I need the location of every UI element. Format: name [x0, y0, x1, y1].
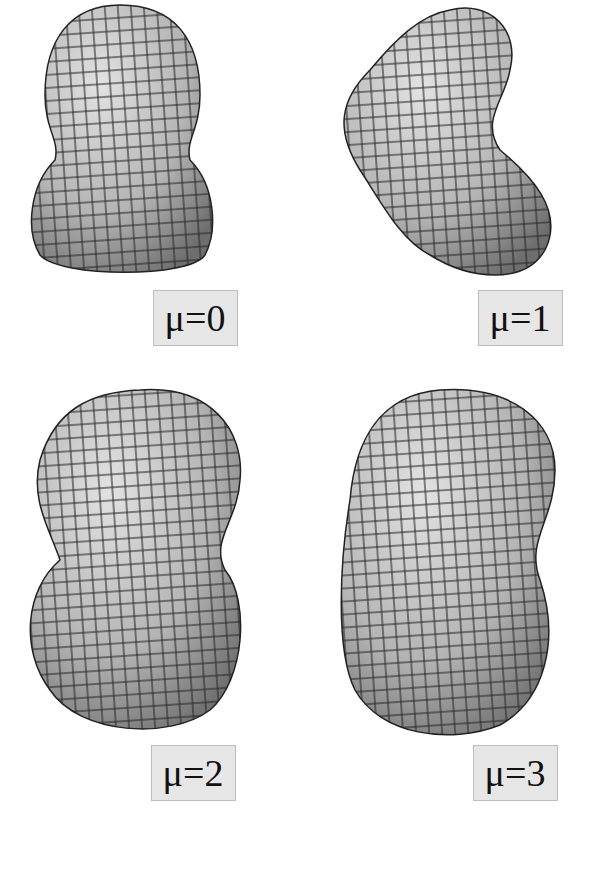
shape-label: μ=0	[165, 299, 226, 337]
label-box: μ=0	[153, 290, 238, 346]
shape-mu2	[30, 390, 240, 729]
shape-mu1	[344, 8, 551, 275]
shape-mu3	[341, 390, 555, 735]
shape-label: μ=3	[485, 754, 546, 792]
label-box: μ=2	[151, 745, 236, 801]
label-box: μ=3	[473, 745, 558, 801]
shape-mu0	[32, 5, 213, 272]
label-box: μ=1	[478, 290, 563, 346]
shape-label: μ=1	[490, 299, 551, 337]
shape-label: μ=2	[163, 754, 224, 792]
